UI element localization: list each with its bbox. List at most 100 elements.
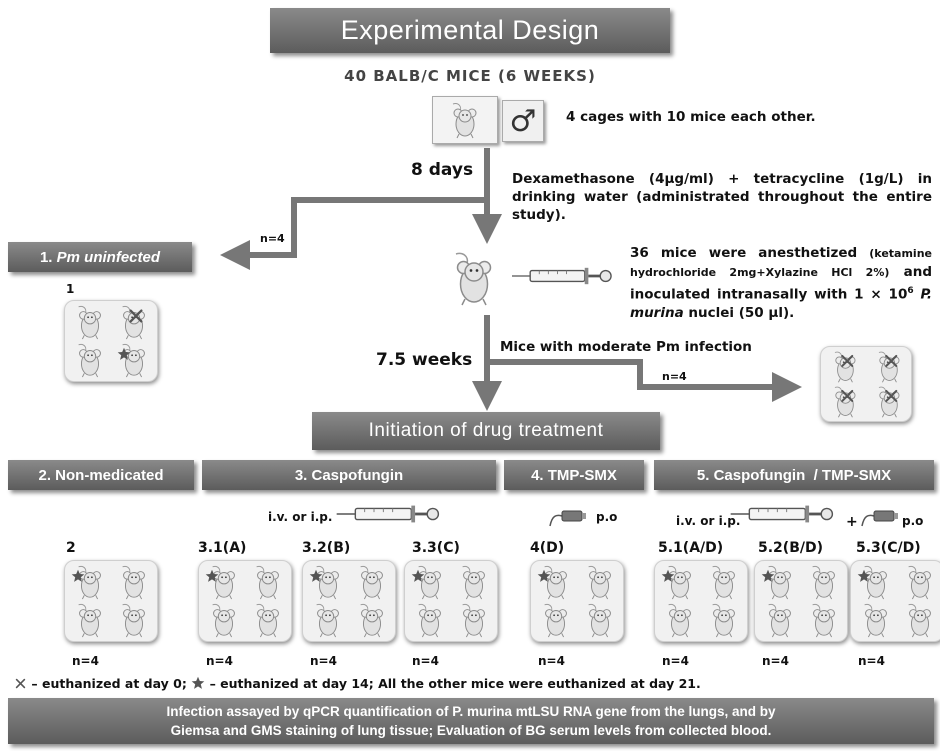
panel-1-id: 1 bbox=[66, 282, 75, 296]
mouse-icon bbox=[455, 252, 492, 306]
legend: – euthanized at day 0; – euthanized at d… bbox=[14, 676, 701, 691]
syringe-icon bbox=[336, 504, 440, 524]
mouse-icon bbox=[256, 565, 279, 600]
mouse-icon bbox=[857, 565, 887, 600]
panel-id: 2 bbox=[66, 540, 76, 556]
days-label: 8 days bbox=[411, 160, 474, 180]
mouse-icon bbox=[122, 305, 145, 340]
mouse-icon bbox=[212, 603, 235, 638]
route-plus: + bbox=[846, 514, 858, 530]
route-po-4: p.o bbox=[596, 510, 618, 524]
title-banner: Experimental Design bbox=[270, 8, 670, 53]
n-moderate: n=4 bbox=[662, 370, 687, 383]
mouse-icon bbox=[411, 565, 441, 600]
mouse-icon bbox=[418, 603, 441, 638]
group-2-label: 2. Non-medicated bbox=[8, 460, 194, 490]
mouse-icon bbox=[78, 603, 101, 638]
mouse-icon bbox=[117, 343, 145, 378]
x-mark-icon bbox=[15, 678, 26, 689]
cage-panel bbox=[754, 560, 848, 642]
mouse-icon bbox=[908, 565, 931, 600]
group-5-label: 5. Caspofungin / TMP-SMX bbox=[654, 460, 934, 490]
feeding-needle-icon bbox=[549, 510, 587, 527]
mouse-icon bbox=[309, 565, 339, 600]
route-iv-ip-3: i.v. or i.p. bbox=[268, 510, 333, 524]
dexa-note: Dexamethasone (4µg/ml) + tetracycline (1… bbox=[512, 171, 932, 223]
mouse-icon bbox=[452, 103, 477, 139]
cage-panel bbox=[530, 560, 624, 642]
panel-n: n=4 bbox=[412, 654, 439, 668]
panel-id: 5.1(A/D) bbox=[658, 540, 724, 556]
moderate-note: Mice with moderate Pm infection bbox=[500, 339, 752, 355]
mouse-icon bbox=[544, 603, 567, 638]
cage-panel-moderate bbox=[820, 346, 912, 422]
panel-n: n=4 bbox=[538, 654, 565, 668]
footer-line-2: Giemsa and GMS staining of lung tissue; … bbox=[170, 723, 772, 738]
panel-n: n=4 bbox=[662, 654, 689, 668]
mouse-icon bbox=[360, 565, 383, 600]
panel-id: 4(D) bbox=[530, 540, 565, 556]
mouse-icon bbox=[78, 305, 101, 340]
mouse-icon bbox=[537, 565, 567, 600]
cage-panel bbox=[302, 560, 396, 642]
cage-panel bbox=[404, 560, 498, 642]
mouse-icon bbox=[908, 603, 931, 638]
anesthesia-note: 36 mice were anesthetized (ketamine hydr… bbox=[630, 245, 933, 321]
cage-panel bbox=[654, 560, 748, 642]
mouse-icon bbox=[768, 603, 791, 638]
mouse-icon bbox=[122, 603, 145, 638]
route-iv-ip-5: i.v. or i.p. bbox=[676, 514, 741, 528]
panel-id: 5.3(C/D) bbox=[856, 540, 921, 556]
cages-note: 4 cages with 10 mice each other. bbox=[566, 109, 816, 125]
mouse-icon bbox=[462, 603, 485, 638]
mouse-icon bbox=[205, 565, 235, 600]
group-4-label: 4. TMP-SMX bbox=[504, 460, 644, 490]
panel-n: n=4 bbox=[72, 654, 99, 668]
mouse-icon bbox=[360, 603, 383, 638]
star-icon bbox=[191, 676, 205, 689]
treatment-banner: Initiation of drug treatment bbox=[312, 412, 660, 450]
mouse-icon bbox=[668, 603, 691, 638]
cage-panel bbox=[850, 560, 940, 642]
footer-line-1: Infection assayed by qPCR quantification… bbox=[166, 704, 776, 719]
group-1-num: 1. bbox=[39, 248, 53, 266]
panel-n: n=4 bbox=[762, 654, 789, 668]
mouse-icon bbox=[864, 603, 887, 638]
mouse-icon bbox=[316, 603, 339, 638]
footer-banner: Infection assayed by qPCR quantification… bbox=[8, 698, 934, 744]
group-1-label: 1. Pm uninfected bbox=[8, 242, 192, 272]
mouse-icon bbox=[761, 565, 791, 600]
n-uninfected: n=4 bbox=[260, 232, 285, 245]
mouse-icon bbox=[462, 565, 485, 600]
mouse-icon bbox=[878, 351, 900, 383]
feeding-needle-icon bbox=[861, 510, 899, 527]
mouse-icon bbox=[812, 565, 835, 600]
mouse-icon bbox=[812, 603, 835, 638]
panel-n: n=4 bbox=[858, 654, 885, 668]
cage-panel-1 bbox=[64, 300, 158, 382]
syringe-icon bbox=[512, 266, 612, 286]
weeks-label: 7.5 weeks bbox=[376, 350, 473, 370]
mouse-icon bbox=[122, 565, 145, 600]
mouse-icon bbox=[71, 565, 101, 600]
start-mouse-box bbox=[432, 96, 498, 144]
panel-id: 3.2(B) bbox=[302, 540, 351, 556]
group-3-label: 3. Caspofungin bbox=[202, 460, 496, 490]
group-1-text: Pm uninfected bbox=[56, 248, 161, 266]
panel-n: n=4 bbox=[310, 654, 337, 668]
mouse-icon bbox=[712, 565, 735, 600]
panel-n: n=4 bbox=[206, 654, 233, 668]
subtitle: 40 BALB/C MICE (6 WEEKS) bbox=[344, 67, 596, 85]
mouse-icon bbox=[712, 603, 735, 638]
panel-id: 3.3(C) bbox=[412, 540, 460, 556]
mouse-icon bbox=[661, 565, 691, 600]
mouse-icon bbox=[588, 565, 611, 600]
route-po-5: p.o bbox=[902, 514, 924, 528]
cage-panel bbox=[64, 560, 158, 642]
mouse-icon bbox=[78, 343, 101, 378]
legend-star-text: – euthanized at day 14; All the other mi… bbox=[209, 676, 701, 691]
mouse-icon bbox=[256, 603, 279, 638]
male-symbol-icon: ♂ bbox=[502, 100, 544, 142]
panel-id: 3.1(A) bbox=[198, 540, 247, 556]
